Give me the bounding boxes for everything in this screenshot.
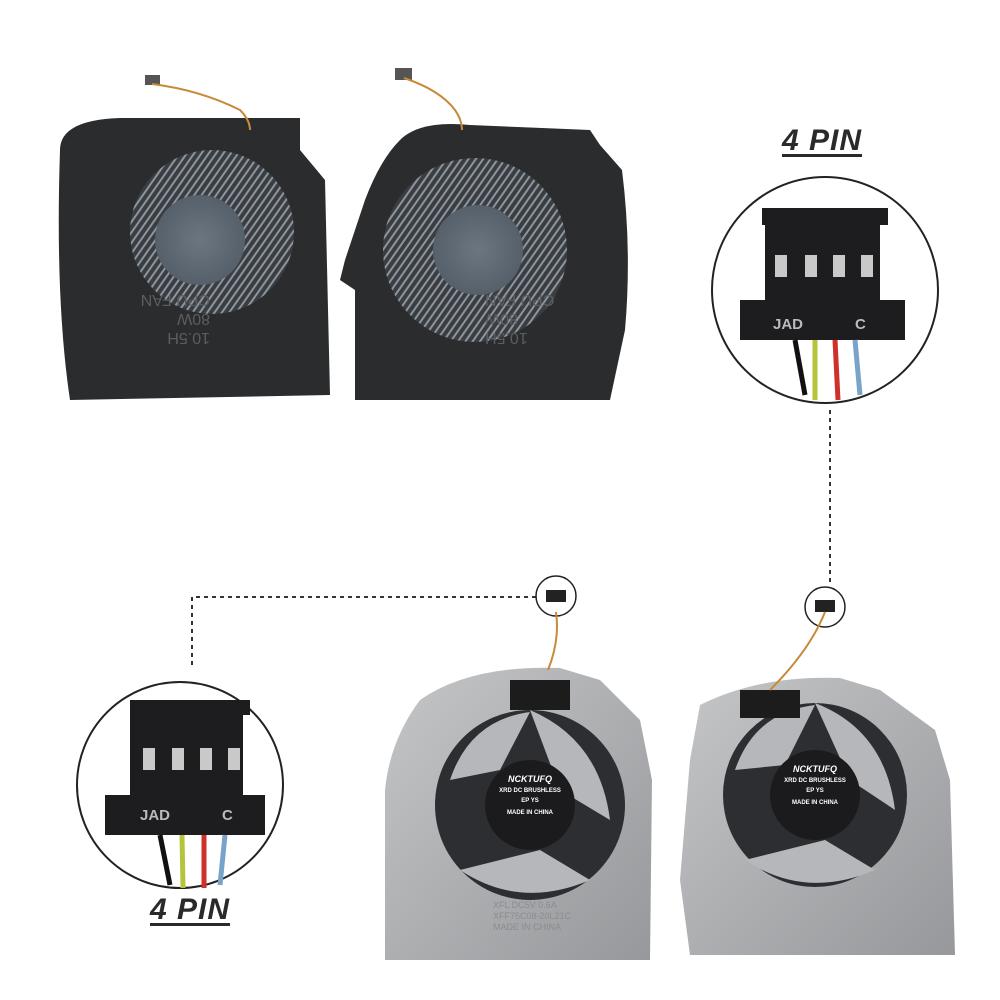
dark-fan-left	[58, 75, 330, 400]
silver-fan-spec-text: XFL DC5V 0.6A XFF75C08-20L21C MADE IN CH…	[493, 900, 571, 933]
pin-count-label-top: 4 PIN	[782, 124, 863, 157]
sticker-right: NCKTUFQ XRD DC BRUSHLESS EP YS MADE IN C…	[770, 750, 860, 840]
dark-fan-left-height: 10.5H	[167, 329, 210, 346]
dark-fan-name: CPU FAN	[485, 291, 555, 308]
sticker-brand: NCKTUFQ	[508, 774, 552, 784]
connector-marking-jad: JAD	[773, 316, 804, 333]
sticker-origin: MADE IN CHINA	[507, 810, 553, 816]
silver-fan-spec-power: XFL DC5V 0.6A	[493, 900, 557, 910]
dark-fan-height: 10.5H	[485, 329, 528, 346]
dark-fan-left-embossed-text: 10.5H 80W CPU FAN	[90, 290, 210, 347]
connector-marking-jad-bottom: JAD	[140, 807, 171, 824]
connector-closeup-bottom	[76, 681, 284, 889]
connector-marking-c-bottom: C	[222, 807, 233, 824]
connector-marking-c: C	[855, 316, 866, 333]
dark-fan-right	[340, 68, 628, 400]
pin-count-label-bottom: 4 PIN	[150, 893, 231, 926]
sticker-brand-right: NCKTUFQ	[793, 764, 837, 774]
sticker-left: NCKTUFQ XRD DC BRUSHLESS EP YS MADE IN C…	[485, 760, 575, 850]
sticker-type-right: XRD DC BRUSHLESS	[784, 778, 846, 784]
dark-fan-watt: 80W	[485, 310, 518, 327]
sticker-codes: EP YS	[521, 798, 539, 804]
connector-closeup-top	[711, 176, 939, 404]
silver-fan-spec-model: XFF75C08-20L21C	[493, 911, 572, 921]
dark-fan-embossed-text: 10.5H 80W CPU FAN	[485, 290, 605, 347]
silver-fan-spec-origin: MADE IN CHINA	[493, 922, 562, 932]
dark-fan-left-watt: 80W	[177, 310, 210, 327]
dashed-leader-left	[191, 596, 536, 665]
sticker-origin-right: MADE IN CHINA	[792, 800, 838, 806]
dark-fan-left-name: CPU FAN	[140, 291, 210, 308]
sticker-codes-right: EP YS	[806, 788, 824, 794]
sticker-type: XRD DC BRUSHLESS	[499, 788, 561, 794]
